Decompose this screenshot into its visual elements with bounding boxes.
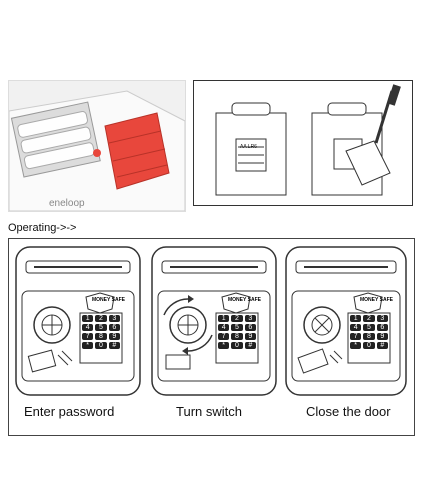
safe-drawing-1 bbox=[15, 246, 141, 396]
keypad-key[interactable]: 9 bbox=[376, 333, 388, 340]
step-turn-switch: MONEY SAFE 1 2 3 4 5 6 7 8 9 * 0 # bbox=[150, 243, 278, 403]
money-safe-badge: MONEY SAFE bbox=[92, 297, 125, 303]
keypad-key[interactable]: 6 bbox=[376, 324, 388, 331]
keypad-key[interactable]: 4 bbox=[218, 324, 230, 331]
keypad-key[interactable]: 5 bbox=[231, 324, 243, 331]
step-caption-2: Turn switch bbox=[176, 404, 242, 419]
keypad-1: 1 2 3 4 5 6 7 8 9 * 0 # bbox=[82, 315, 120, 349]
money-safe-badge: MONEY SAFE bbox=[228, 297, 261, 303]
red-battery-door bbox=[104, 112, 170, 190]
keypad-key[interactable]: 2 bbox=[95, 315, 107, 322]
keypad-key[interactable]: * bbox=[350, 342, 362, 349]
keypad-key[interactable]: 8 bbox=[363, 333, 375, 340]
step-enter-password: MONEY SAFE 1 2 3 4 5 6 7 8 9 * 0 # bbox=[14, 243, 142, 403]
battery-cells bbox=[17, 110, 95, 170]
keypad-key[interactable]: 4 bbox=[350, 324, 362, 331]
step-close-door: MONEY SAFE 1 2 3 4 5 6 7 8 9 * 0 # bbox=[284, 243, 412, 403]
keypad-key[interactable]: 1 bbox=[350, 315, 362, 322]
step-caption-1: Enter password bbox=[24, 404, 115, 419]
cell-brand-text: eneloop bbox=[49, 198, 85, 209]
keypad-key[interactable]: 7 bbox=[82, 333, 94, 340]
keypad-key[interactable]: * bbox=[82, 342, 94, 349]
keypad-key[interactable]: 6 bbox=[244, 324, 256, 331]
keypad-key[interactable]: * bbox=[218, 342, 230, 349]
keypad-key[interactable]: 3 bbox=[376, 315, 388, 322]
holder-label: AA LR6 bbox=[240, 144, 257, 150]
keypad-key[interactable]: # bbox=[376, 342, 388, 349]
operating-label: Operating->-> bbox=[8, 222, 77, 234]
keypad-2: 1 2 3 4 5 6 7 8 9 * 0 # bbox=[218, 315, 256, 349]
keypad-key[interactable]: 0 bbox=[363, 342, 375, 349]
keypad-key[interactable]: 1 bbox=[82, 315, 94, 322]
keypad-key[interactable]: 7 bbox=[218, 333, 230, 340]
keypad-key[interactable]: # bbox=[108, 342, 120, 349]
keypad-key[interactable]: 9 bbox=[244, 333, 256, 340]
keypad-key[interactable]: 7 bbox=[350, 333, 362, 340]
keypad-key[interactable]: 8 bbox=[231, 333, 243, 340]
keypad-key[interactable]: 0 bbox=[231, 342, 243, 349]
keypad-key[interactable]: 6 bbox=[108, 324, 120, 331]
keypad-key[interactable]: 4 bbox=[82, 324, 94, 331]
keypad-key[interactable]: 3 bbox=[244, 315, 256, 322]
keypad-key[interactable]: 9 bbox=[108, 333, 120, 340]
battery-photo-drawing: eneloop bbox=[9, 81, 185, 211]
keypad-key[interactable]: 0 bbox=[95, 342, 107, 349]
money-safe-badge: MONEY SAFE bbox=[360, 297, 393, 303]
keypad-key[interactable]: 2 bbox=[231, 315, 243, 322]
keypad-key[interactable]: 5 bbox=[363, 324, 375, 331]
keypad-key[interactable]: # bbox=[244, 342, 256, 349]
keypad-key[interactable]: 5 bbox=[95, 324, 107, 331]
step-caption-3: Close the door bbox=[306, 404, 391, 419]
keypad-key[interactable]: 8 bbox=[95, 333, 107, 340]
battery-photo: eneloop bbox=[8, 80, 186, 212]
keypad-3: 1 2 3 4 5 6 7 8 9 * 0 # bbox=[350, 315, 388, 349]
safe-drawing-3 bbox=[285, 246, 407, 396]
keypad-key[interactable]: 2 bbox=[363, 315, 375, 322]
keypad-key[interactable]: 3 bbox=[108, 315, 120, 322]
keypad-key[interactable]: 1 bbox=[218, 315, 230, 322]
battery-diagram-panel: AA LR6 bbox=[193, 80, 413, 206]
safe-drawing-2 bbox=[151, 246, 277, 396]
battery-diagram bbox=[215, 84, 401, 196]
